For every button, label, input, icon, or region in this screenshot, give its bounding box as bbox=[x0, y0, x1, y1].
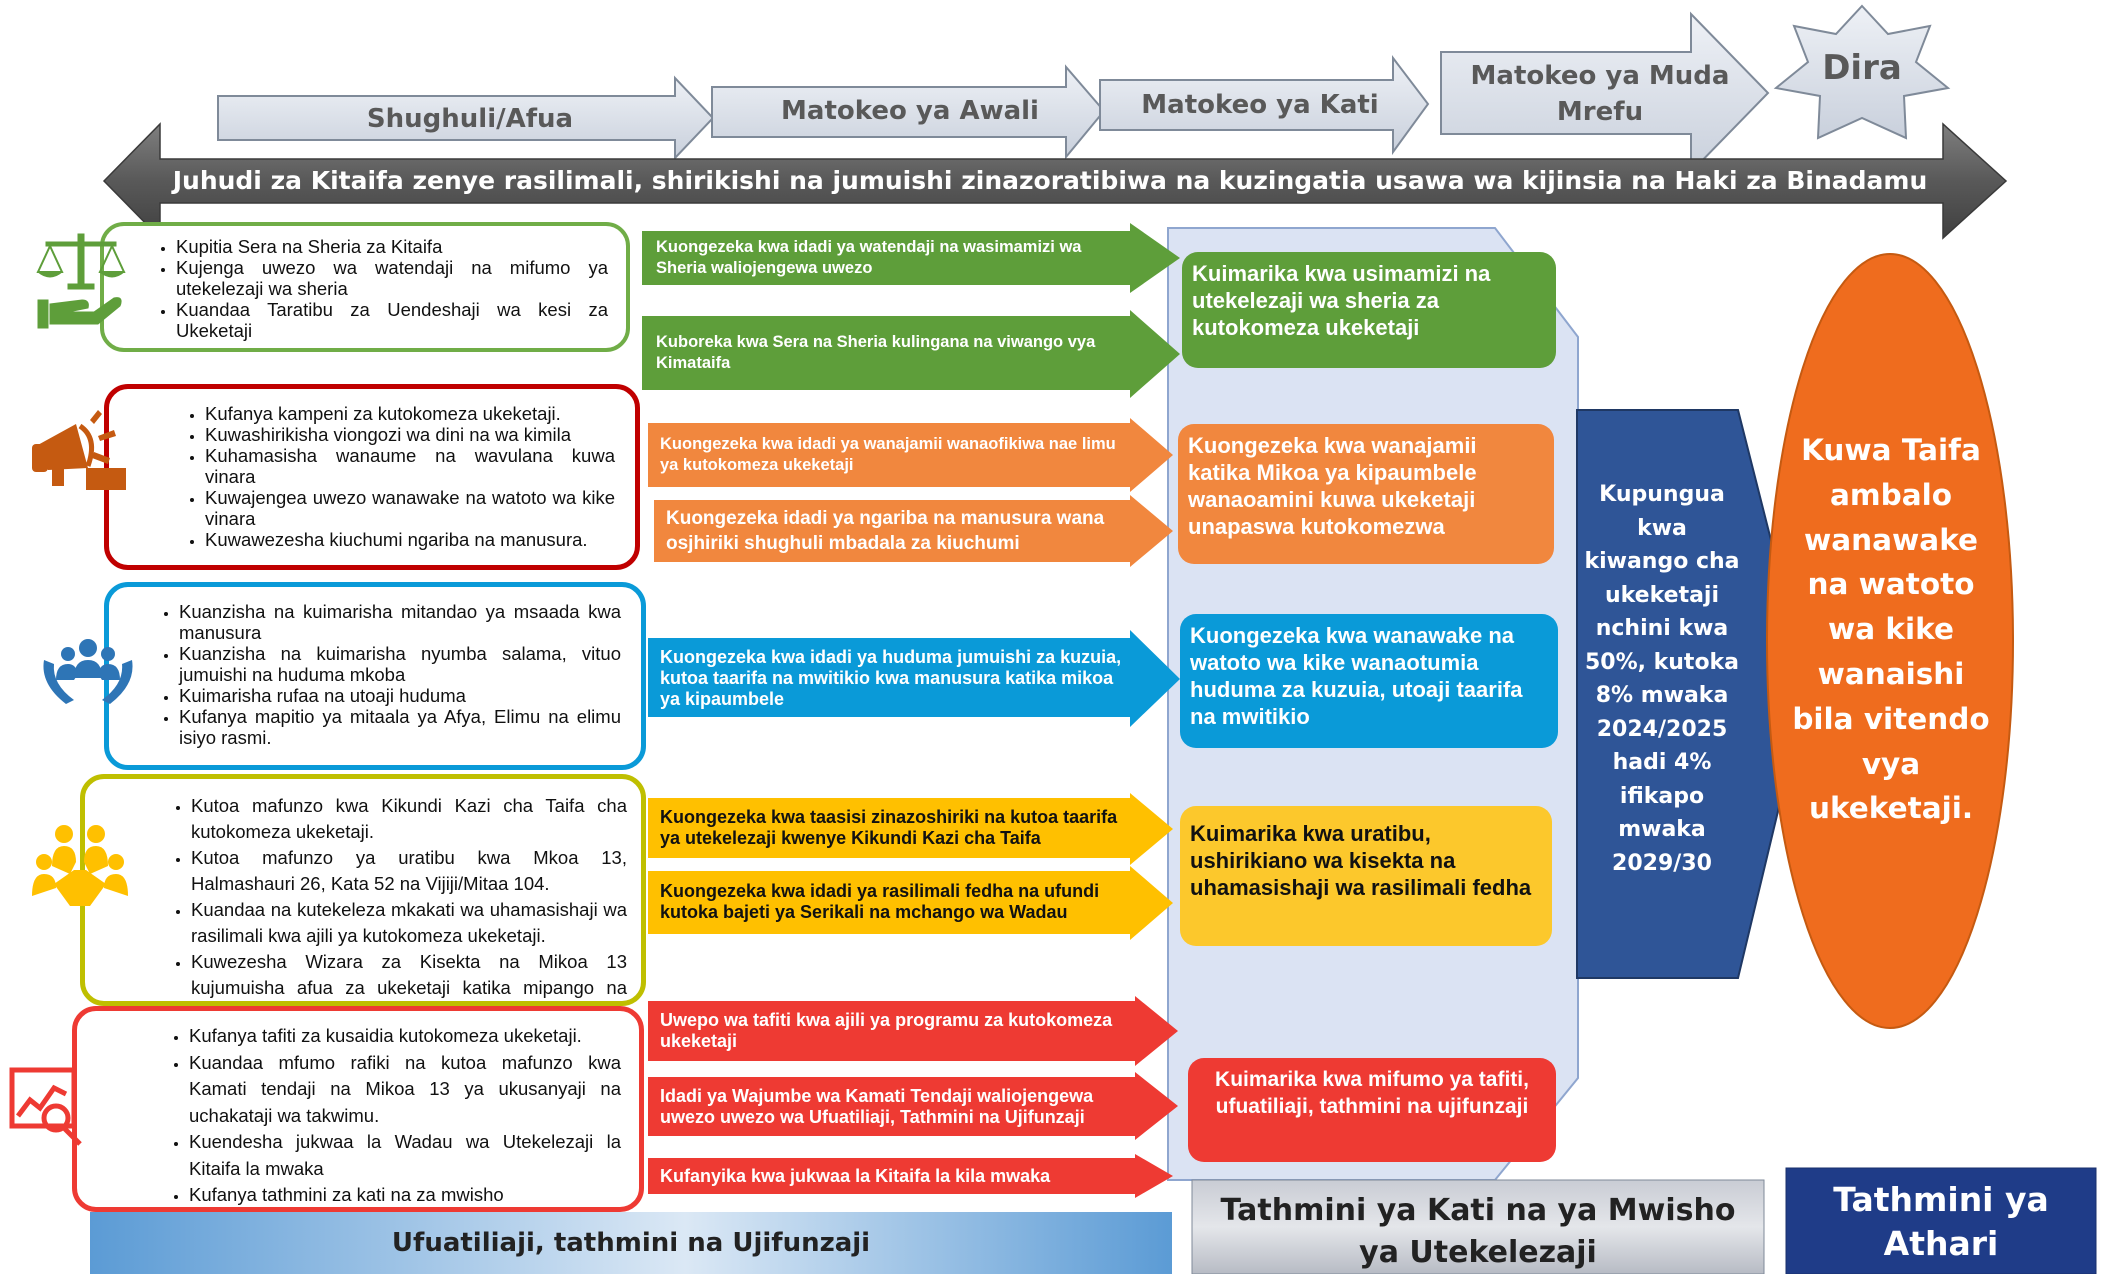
protected-people-icon bbox=[43, 639, 133, 704]
phase-label-5: Dira bbox=[1822, 48, 1902, 88]
megaphone-icon bbox=[32, 410, 126, 490]
phase-label-1: Shughuli/Afua bbox=[366, 104, 574, 134]
footer-impact-label: Tathmini ya Athari bbox=[1833, 1180, 2049, 1263]
intermediate-3: Kuongezeka kwa wanawake na watoto wa kik… bbox=[1180, 614, 1558, 748]
activity-item: Kuanzisha na kuimarisha mitandao ya msaa… bbox=[179, 601, 621, 643]
activity-box-legal: Kupitia Sera na Sheria za Kitaifa Kujeng… bbox=[100, 222, 630, 352]
handshake-team-icon bbox=[32, 825, 128, 906]
intermediate-2: Kuongezeka kwa wanajamii katika Mikoa ya… bbox=[1178, 424, 1554, 564]
activity-item: Kupitia Sera na Sheria za Kitaifa bbox=[176, 236, 608, 257]
activity-item: Kuimarisha rufaa na utoaji huduma bbox=[179, 685, 621, 706]
vision-ellipse bbox=[1766, 253, 2014, 1029]
activity-item: Kuwashirikisha viongozi wa dini na wa ki… bbox=[205, 424, 615, 445]
activity-item: Kutoa mafunzo ya uratibu kwa Mkoa 13, Ha… bbox=[191, 845, 627, 897]
footer-impact-bg bbox=[1785, 1167, 2097, 1274]
dira-star bbox=[1773, 4, 1951, 140]
activity-item: Kufanya tafiti za kusaidia kutokomeza uk… bbox=[189, 1023, 621, 1050]
activity-item: Kuwajengea uwezo wanawake na watoto wa k… bbox=[205, 487, 615, 529]
footer-me-bg bbox=[90, 1212, 1172, 1274]
output-8: Uwepo wa tafiti kwa ajili ya programu za… bbox=[660, 1010, 1113, 1051]
banner-text: Juhudi za Kitaifa zenye rasilimali, shir… bbox=[172, 166, 1928, 195]
footer-midterm-bg bbox=[1191, 1179, 1765, 1274]
activity-item: Kuwawezesha kiuchumi ngariba na manusura… bbox=[205, 529, 615, 550]
activity-item: Kuanzisha na kuimarisha nyumba salama, v… bbox=[179, 643, 621, 685]
phase-label-2: Matokeo ya Awali bbox=[781, 96, 1039, 126]
activity-item: Kuandaa mfumo rafiki na kutoa mafunzo kw… bbox=[189, 1050, 621, 1130]
intermediate-4: Kuimarika kwa uratibu, ushirikiano wa ki… bbox=[1180, 806, 1552, 946]
activity-box-research: Kufanya tafiti za kusaidia kutokomeza uk… bbox=[72, 1006, 644, 1212]
activity-box-services: Kuanzisha na kuimarisha mitandao ya msaa… bbox=[104, 582, 646, 770]
output-5: Kuongezeka kwa idadi ya huduma jumuishi … bbox=[660, 646, 1122, 709]
vision-statement: Kuwa Taifa ambalo wanawake na watoto wa … bbox=[1792, 433, 1990, 826]
activity-item: Kuhamasisha wanaume na wavulana kuwa vin… bbox=[205, 445, 615, 487]
phase-arrow-1 bbox=[217, 75, 715, 161]
footer-midterm-label: Tathmini ya Kati na ya Mwisho ya Utekele… bbox=[1220, 1193, 1736, 1270]
activity-box-coordination: Kutoa mafunzo kwa Kikundi Kazi cha Taifa… bbox=[80, 774, 646, 1024]
output-3: Kuongezeka kwa idadi ya wanajamii wanaof… bbox=[660, 435, 1116, 474]
activity-item: Kufanya tathmini za kati na za mwisho bbox=[189, 1182, 621, 1209]
output-4: Kuongezeka idadi ya ngariba na manusura … bbox=[666, 508, 1105, 554]
footer-monitoring-label: Ufuatiliaji, tathmini na Ujifunzaji bbox=[391, 1228, 871, 1258]
activity-item: Kujenga uwezo wa watendaji na mifumo ya … bbox=[176, 257, 608, 299]
activity-box-community: Kufanya kampeni za kutokomeza ukeketaji.… bbox=[104, 384, 640, 570]
phase-arrow-4 bbox=[1440, 11, 1770, 175]
output-10: Kufanyika kwa jukwaa la Kitaifa la kila … bbox=[660, 1165, 1051, 1186]
phase-arrow-2 bbox=[711, 64, 1106, 160]
phase-label-4: Matokeo ya Muda Mrefu bbox=[1470, 61, 1730, 127]
long-term-shape bbox=[1576, 409, 1810, 979]
activity-item: Kuandaa Taratibu za Uendeshaji wa kesi z… bbox=[176, 299, 608, 341]
output-6: Kuongezeka kwa taasisi zinazoshiriki na … bbox=[660, 807, 1118, 848]
scales-justice-icon bbox=[36, 233, 126, 329]
output-9: Idadi ya Wajumbe wa Kamati Tendaji walio… bbox=[660, 1086, 1094, 1127]
banner-arrow bbox=[102, 122, 2008, 240]
intermediate-1: Kuimarika kwa usimamizi na utekelezaji w… bbox=[1182, 252, 1556, 368]
phase-arrow-3 bbox=[1099, 55, 1430, 156]
long-term-outcome: Kupungua kwa kiwango cha ukeketaji nchin… bbox=[1584, 482, 1740, 876]
output-2: Kuboreka kwa Sera na Sheria kulingana na… bbox=[656, 333, 1096, 372]
activity-item: Kufanya mapitio ya mitaala ya Afya, Elim… bbox=[179, 706, 621, 748]
phase-label-3: Matokeo ya Kati bbox=[1141, 90, 1379, 120]
intermediate-5: Kuimarika kwa mifumo ya tafiti, ufuatili… bbox=[1188, 1058, 1556, 1162]
activity-item: Kuandaa na kutekeleza mkakati wa uhamasi… bbox=[191, 897, 627, 949]
activity-item: Kuwezesha Wizara za Kisekta na Mikoa 13 … bbox=[191, 949, 627, 1027]
output-1: Kuongezeka kwa idadi ya watendaji na was… bbox=[656, 238, 1082, 277]
activity-item: Kutoa mafunzo kwa Kikundi Kazi cha Taifa… bbox=[191, 793, 627, 845]
output-7: Kuongezeka kwa idadi ya rasilimali fedha… bbox=[660, 881, 1100, 922]
activity-item: Kufanya kampeni za kutokomeza ukeketaji. bbox=[205, 403, 615, 424]
output-arrows bbox=[642, 223, 1180, 1198]
activity-item: Kuendesha jukwaa la Wadau wa Utekelezaji… bbox=[189, 1129, 621, 1182]
chart-magnifier-icon bbox=[9, 1067, 82, 1146]
